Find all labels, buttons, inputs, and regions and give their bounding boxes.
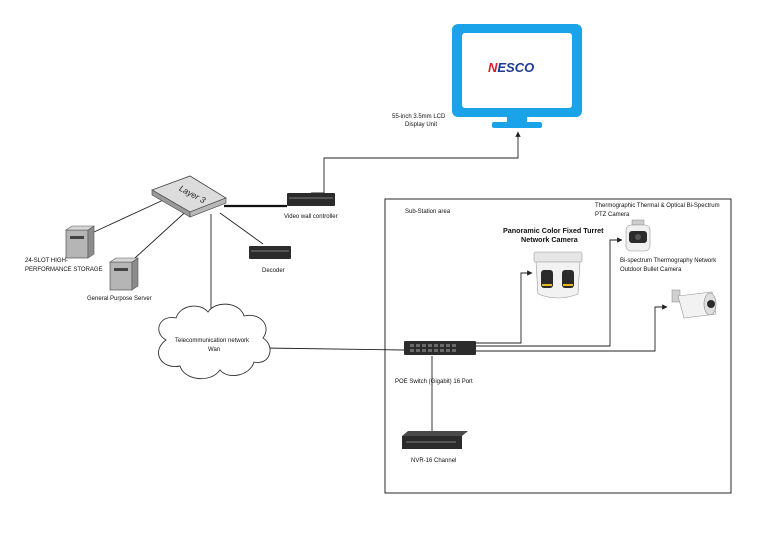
poe-switch-ports — [410, 344, 456, 352]
link-poe-bullet — [476, 304, 668, 352]
turret-camera-accent-left — [542, 284, 552, 286]
nvr-top — [402, 431, 468, 436]
link-poe-turret — [476, 270, 533, 344]
nvr-label: NVR-16 Channel — [411, 458, 456, 464]
video-wall-controller — [287, 193, 335, 206]
link-layer3-server — [134, 205, 193, 259]
substation-area-box — [384, 198, 732, 494]
ptz-camera — [625, 219, 651, 252]
server-side — [131, 257, 139, 291]
monitor-neck — [507, 117, 527, 123]
storage-label-line1: 24-SLOT HIGH- — [25, 258, 68, 264]
link-layer3-storage — [93, 195, 173, 233]
link-poe-ptz — [476, 237, 623, 347]
video-wall-controller-panel — [289, 197, 333, 199]
poe-switch-label: POE Switch (Gigabit) 16 Port — [395, 379, 473, 385]
server-label: General Purpose Server — [87, 296, 152, 302]
wan-cloud-shape — [158, 303, 271, 380]
server-top — [109, 257, 139, 263]
storage-body — [65, 229, 89, 259]
storage-label-line2: PERFORMANCE STORAGE — [25, 267, 103, 273]
poe-switch — [404, 341, 476, 355]
monitor-screen — [462, 33, 572, 108]
server-body — [109, 261, 133, 291]
bullet-camera — [671, 289, 717, 319]
video-wall-controller-body — [287, 193, 335, 206]
turret-camera-accent-right — [563, 284, 573, 286]
storage-side — [87, 225, 95, 259]
turret-camera-lens-right — [562, 270, 574, 288]
storage-slot — [70, 236, 84, 239]
bullet-camera-label-line2: Outdoor Bullet Camera — [620, 267, 682, 273]
decoder — [249, 246, 291, 259]
wan-cloud-label-line2: Wan — [208, 347, 220, 353]
turret-camera-base — [533, 251, 583, 263]
wan-cloud-label-line1: Telecommunication network — [175, 338, 250, 344]
general-purpose-server — [109, 257, 139, 291]
decoder-body — [249, 246, 291, 259]
nvr-panel — [406, 441, 456, 443]
nesco-logo: NESCO — [488, 60, 534, 75]
layer3-switch-front — [189, 197, 227, 218]
nvr-recorder — [402, 431, 468, 449]
video-wall-controller-label: Video wall controller — [284, 214, 338, 220]
decoder-label: Decoder — [262, 268, 285, 274]
ptz-camera-mount — [631, 219, 645, 226]
link-layer3-decoder — [219, 212, 264, 245]
layer3-switch: Layer 3 — [151, 175, 227, 218]
decoder-panel — [251, 250, 289, 252]
connections — [93, 131, 668, 433]
link-cloud-poe — [262, 347, 405, 351]
nesco-logo-n: N — [488, 60, 498, 75]
link-videowall-monitor — [311, 131, 521, 194]
bullet-camera-label-line1: Bi-spectrum Thermography Network — [620, 258, 717, 264]
turret-camera-label-line2: Network Camera — [521, 235, 579, 244]
substation-area-label: Sub-Station area — [405, 209, 451, 215]
turret-camera — [533, 251, 583, 299]
server-slot — [114, 268, 128, 271]
ptz-camera-label-line1: Thermographic Thermal & Optical Bi-Spect… — [595, 203, 720, 209]
monitor-label-line2: Display Unit — [405, 122, 437, 128]
turret-camera-lens-left — [541, 270, 553, 288]
lcd-display-unit: NESCO — [452, 24, 582, 128]
monitor-label-line1: 55-inch 3.5mm LCD — [392, 114, 446, 120]
wan-cloud — [158, 303, 271, 380]
bullet-camera-lens — [707, 300, 715, 308]
ptz-camera-label-line2: PTZ Camera — [595, 212, 630, 218]
turret-camera-label-line1: Panoramic Color Fixed Turret — [503, 226, 604, 235]
nesco-logo-rest: ESCO — [497, 60, 534, 75]
poe-switch-body — [404, 341, 476, 355]
ptz-camera-lens — [635, 234, 641, 240]
storage-top — [65, 225, 95, 231]
storage-server — [65, 225, 95, 259]
monitor-stand — [492, 122, 542, 128]
